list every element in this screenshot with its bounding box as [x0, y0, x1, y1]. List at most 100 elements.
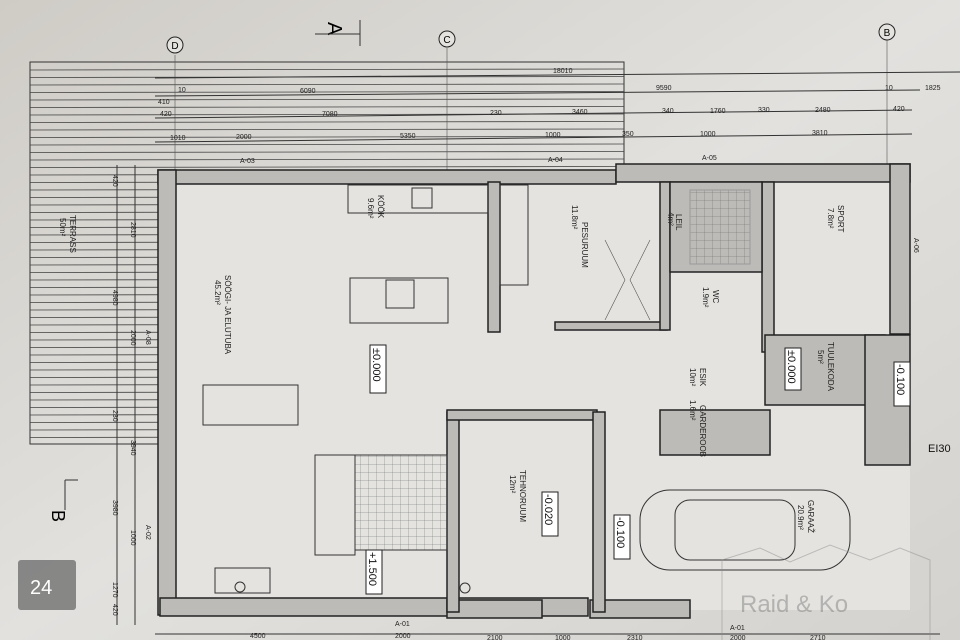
room-sport: SPORT — [836, 205, 845, 233]
svg-text:1000: 1000 — [555, 635, 571, 640]
svg-text:350: 350 — [622, 131, 634, 138]
svg-text:±0.000: ±0.000 — [370, 348, 382, 382]
svg-text:5350: 5350 — [400, 133, 416, 140]
svg-text:9590: 9590 — [656, 85, 672, 92]
svg-text:3460: 3460 — [572, 109, 588, 116]
svg-text:18010: 18010 — [553, 68, 573, 75]
room-esik: ESIK — [698, 368, 707, 387]
svg-text:A-04: A-04 — [548, 157, 563, 164]
svg-text:11.8m²: 11.8m² — [570, 205, 579, 230]
svg-text:230: 230 — [490, 110, 502, 117]
svg-text:24: 24 — [30, 577, 52, 599]
room-elutuba: SÖÖGI- JA ELUTUBA — [223, 275, 232, 355]
room-pesuruum: PESURUUM — [580, 222, 589, 268]
grid-axes: D C B — [166, 23, 896, 180]
level-marks: ±0.000 ±0.000 -0.100 -0.020 -0.100 +1.50… — [365, 344, 911, 595]
svg-text:1010: 1010 — [170, 135, 186, 142]
svg-text:A-03: A-03 — [240, 158, 255, 165]
deck-board — [29, 68, 625, 71]
page-badge[interactable]: 24 — [18, 560, 76, 610]
window-tags: A-03 A-04 A-05 A-06 A-08 A-02 A-01 A-01 — [144, 155, 919, 632]
car-icon — [639, 489, 851, 571]
svg-text:2480: 2480 — [815, 107, 831, 114]
svg-text:420: 420 — [893, 106, 905, 113]
room-tehnoruum: TEHNORUUM — [518, 470, 527, 522]
room-terrass: TERRASS — [68, 215, 77, 253]
deck-board — [29, 128, 625, 131]
deck-board — [29, 106, 625, 108]
svg-text:2000: 2000 — [395, 633, 411, 640]
axis-b: B — [884, 28, 891, 39]
svg-text:10: 10 — [885, 85, 893, 92]
fire-rating-label: EI30 — [928, 443, 951, 455]
room-garaaz: GARAAŽ — [806, 500, 815, 533]
svg-text:7080: 7080 — [322, 111, 338, 118]
room-kook: KÖÖK — [376, 195, 385, 219]
svg-text:3940: 3940 — [129, 440, 136, 456]
svg-text:20.9m²: 20.9m² — [796, 505, 805, 530]
svg-text:+1.500: +1.500 — [366, 552, 378, 586]
svg-text:420: 420 — [160, 111, 172, 118]
svg-text:4m²: 4m² — [666, 212, 675, 226]
svg-text:3980: 3980 — [111, 500, 118, 516]
svg-text:2000: 2000 — [236, 134, 252, 141]
svg-text:10: 10 — [178, 87, 186, 94]
svg-text:A-06: A-06 — [912, 238, 919, 253]
svg-text:A-01: A-01 — [395, 621, 410, 628]
deck-board — [29, 98, 625, 101]
top-dimensions: 18010 10 410 6090 9590 10 1825 420 7080 … — [154, 68, 960, 143]
svg-text:A-01: A-01 — [730, 625, 745, 632]
svg-text:230: 230 — [111, 410, 118, 422]
deck-board — [29, 91, 625, 93]
svg-text:4980: 4980 — [111, 290, 118, 306]
svg-text:A-05: A-05 — [702, 155, 717, 162]
svg-text:B: B — [48, 510, 68, 522]
svg-text:420: 420 — [111, 175, 118, 187]
svg-text:2710: 2710 — [810, 635, 826, 640]
svg-text:-0.100: -0.100 — [614, 517, 626, 548]
svg-text:1.9m²: 1.9m² — [701, 287, 710, 308]
deck-board — [29, 151, 625, 153]
svg-text:340: 340 — [662, 108, 674, 115]
deck-board — [29, 166, 625, 168]
svg-text:3810: 3810 — [812, 130, 828, 137]
svg-text:7.8m²: 7.8m² — [826, 208, 835, 229]
svg-text:6090: 6090 — [300, 88, 316, 95]
svg-text:5m²: 5m² — [816, 350, 825, 364]
room-wc: WC — [711, 290, 720, 304]
svg-text:1760: 1760 — [710, 108, 726, 115]
svg-text:1825: 1825 — [925, 85, 941, 92]
svg-text:±0.000: ±0.000 — [785, 350, 797, 384]
svg-text:1000: 1000 — [545, 132, 561, 139]
left-dimensions: 420 2810 4980 2000 230 3940 3980 1000 12… — [111, 165, 136, 625]
bottom-dimensions: 4500 2000 2100 1000 2310 2000 2710 — [155, 633, 940, 640]
deck-board — [29, 158, 625, 161]
svg-text:2810: 2810 — [129, 222, 136, 238]
svg-text:45.2m²: 45.2m² — [213, 280, 222, 305]
axis-c: C — [443, 35, 450, 46]
svg-text:2100: 2100 — [487, 635, 503, 640]
room-tuulekoda: TUULEKODA — [826, 342, 835, 392]
axis-d: D — [171, 41, 178, 52]
svg-text:A-02: A-02 — [144, 525, 151, 540]
watermark-logo: Raid & Ko — [721, 544, 931, 640]
svg-text:A-08: A-08 — [144, 330, 151, 345]
svg-text:1000: 1000 — [129, 530, 136, 546]
svg-text:10m²: 10m² — [688, 368, 697, 387]
svg-text:2000: 2000 — [129, 330, 136, 346]
svg-text:330: 330 — [758, 107, 770, 114]
room-labels: TERRASS 50m² KÖÖK 9.6m² SÖÖGI- JA ELUTUB… — [58, 195, 845, 533]
svg-text:-0.020: -0.020 — [542, 494, 554, 525]
section-marker-a: A — [315, 20, 361, 46]
svg-text:1270: 1270 — [111, 582, 118, 598]
section-marker-b: B — [48, 479, 78, 522]
svg-text:1000: 1000 — [700, 131, 716, 138]
svg-text:50m²: 50m² — [58, 218, 67, 237]
room-garderoob: GARDEROOB — [698, 405, 707, 457]
svg-text:A: A — [323, 22, 345, 36]
furniture — [202, 184, 851, 594]
svg-text:420: 420 — [111, 604, 118, 616]
svg-text:2310: 2310 — [627, 635, 643, 640]
svg-text:2000: 2000 — [730, 635, 746, 640]
